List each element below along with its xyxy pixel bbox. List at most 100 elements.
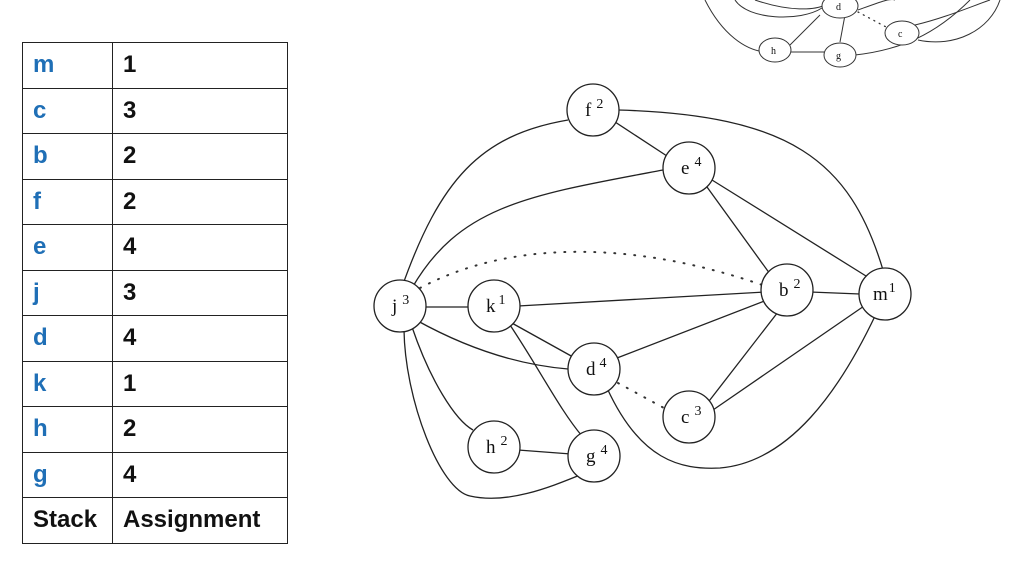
graph-edges [401, 109, 884, 499]
svg-text:m1: m1 [873, 281, 896, 305]
dotted-edge-j-b [419, 250, 769, 289]
svg-text:g4: g4 [586, 443, 608, 467]
node-j-name: j [391, 296, 397, 317]
edge-b-m [809, 291, 861, 295]
edge-h-g [517, 449, 572, 455]
node-c-color: 3 [694, 404, 701, 419]
node-f-name: f [585, 100, 592, 121]
node-g-color: 4 [601, 443, 608, 458]
node-e-color: 4 [694, 155, 701, 170]
assignment-value-cell: 2 [112, 133, 288, 180]
edge-k-d [509, 321, 574, 358]
mini-label-c: c [898, 29, 903, 40]
assignment-value-cell: 1 [112, 42, 288, 89]
mini-dotted-edge [857, 11, 889, 29]
edge-e-m [711, 179, 867, 277]
svg-text:j3: j3 [391, 293, 409, 317]
edge-c-m [712, 303, 868, 411]
node-h-name: h [486, 437, 496, 458]
svg-text:b2: b2 [779, 277, 801, 301]
mini-label-g: g [836, 51, 841, 62]
edge-e-b [706, 186, 771, 275]
node-j-color: 3 [402, 293, 409, 308]
mini-graph: d c h g [704, 0, 1001, 68]
edge-j-h [411, 326, 474, 431]
edge-k-b [517, 291, 766, 307]
mini-node-h [758, 37, 792, 63]
mini-edge [789, 14, 821, 46]
node-k-color: 1 [499, 293, 506, 308]
edge-d-m [606, 313, 877, 469]
svg-text:k1: k1 [486, 293, 506, 317]
mini-edge [914, 0, 991, 26]
assignment-value-cell: 2 [112, 178, 288, 225]
edge-f-m [617, 109, 884, 271]
mini-label-h: h [771, 46, 776, 57]
edge-b-c [705, 311, 779, 406]
node-c-name: c [681, 407, 689, 428]
assignment-value-cell: 2 [112, 406, 288, 453]
node-b-name: b [779, 280, 789, 301]
mini-label-d: d [836, 2, 841, 13]
mini-edge [857, 0, 895, 11]
edge-d-b [616, 299, 768, 359]
node-d-name: d [586, 359, 596, 380]
stack-variable-cell: f [22, 178, 113, 225]
edge-j-g [403, 329, 586, 499]
mini-edge [839, 14, 846, 43]
svg-text:f2: f2 [585, 97, 603, 121]
mini-node-g [823, 42, 857, 68]
node-b-color: 2 [794, 277, 801, 292]
mini-edge [754, 0, 826, 10]
svg-text:c3: c3 [681, 404, 701, 428]
mini-node-c [884, 20, 920, 46]
assignment-value-cell: 4 [112, 315, 288, 362]
mini-node-d [821, 0, 859, 19]
assignment-header: Assignment [112, 497, 288, 544]
node-m-color: 1 [889, 281, 896, 296]
stack-variable-cell: h [22, 406, 113, 453]
edge-f-j [401, 119, 569, 288]
mini-edge [917, 0, 1001, 43]
node-g-name: g [586, 446, 596, 467]
edge-e-j [411, 169, 664, 289]
node-m: m1 [858, 267, 912, 321]
edge-j-d [415, 319, 569, 370]
stack-variable-cell: m [22, 42, 113, 89]
node-f-color: 2 [596, 97, 603, 112]
node-e-name: e [681, 158, 689, 179]
node-k-name: k [486, 296, 496, 317]
node-d-color: 4 [600, 356, 607, 371]
svg-text:d4: d4 [586, 356, 607, 380]
node-m-name: m [873, 284, 888, 305]
svg-text:e4: e4 [681, 155, 701, 179]
stack-header: Stack [22, 497, 113, 544]
assignment-value-cell: 1 [112, 360, 288, 407]
dotted-edge-d-c [617, 382, 665, 409]
stack-variable-cell: k [22, 360, 113, 407]
stack-variable-cell: g [22, 451, 113, 498]
node-h-color: 2 [501, 434, 508, 449]
edge-f-e [611, 119, 671, 159]
assignment-value-cell: 3 [112, 87, 288, 134]
mini-edge [734, 0, 823, 18]
